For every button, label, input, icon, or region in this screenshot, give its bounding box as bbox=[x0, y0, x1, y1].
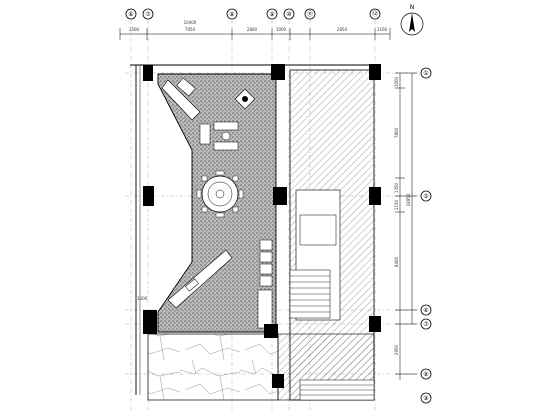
reception-desk-top bbox=[161, 77, 201, 121]
axis-label-right: ⑨ bbox=[423, 395, 428, 402]
axis-label-top: ⑧ bbox=[229, 11, 234, 18]
dimension-label: 1000 bbox=[394, 76, 399, 87]
top-dimension-chain bbox=[119, 28, 391, 40]
square-table bbox=[234, 88, 256, 110]
north-arrow-icon bbox=[400, 12, 424, 36]
lounge-seating bbox=[199, 121, 239, 151]
top-dimension-labels: 1500 7050 10400 2800 1000 2850 1100 bbox=[129, 20, 388, 32]
axis-label-top: ⑦ bbox=[145, 11, 151, 18]
right-dimension-labels: 1000 7800 1350 1150 8400 2950 18950 bbox=[394, 76, 411, 355]
axis-label-right: ⑤ bbox=[423, 193, 428, 200]
dimension-label: 1100 bbox=[377, 27, 388, 32]
top-axis-markers bbox=[125, 8, 381, 20]
round-dining-table bbox=[201, 175, 239, 213]
dining-chairs bbox=[196, 170, 244, 218]
axis-label-top: ⑨ bbox=[269, 11, 274, 18]
dimension-label: 8400 bbox=[394, 256, 399, 267]
north-label: N bbox=[410, 4, 415, 11]
axis-label-right: ① bbox=[423, 70, 428, 77]
dimension-label: 2800 bbox=[247, 27, 258, 32]
axis-label-right: ⑦ bbox=[423, 321, 429, 328]
booth-seats bbox=[257, 239, 273, 329]
dimension-label: 1000 bbox=[276, 27, 287, 32]
small-note: 1000 bbox=[137, 296, 148, 301]
right-axis-label-group: ① ⑤ ⑥ ⑦ ⑧ ⑨ bbox=[423, 70, 429, 402]
axis-label-right: ⑧ bbox=[423, 371, 428, 378]
dimension-label: 2950 bbox=[394, 344, 399, 355]
dimension-label: 2850 bbox=[337, 27, 348, 32]
dimension-label: 7800 bbox=[394, 127, 399, 138]
axis-label-top: ⑩ bbox=[286, 11, 291, 18]
structural-columns bbox=[143, 64, 381, 388]
axis-label-top: ⑫ bbox=[372, 10, 378, 18]
dimension-label: 1350 bbox=[394, 182, 399, 193]
lower-floor-area bbox=[147, 333, 279, 401]
reception-desk-bottom bbox=[167, 249, 233, 309]
dimension-total-label: 18950 bbox=[406, 193, 411, 206]
top-axis-label-group: ⑥ ⑦ ⑧ ⑨ ⑩ ⑪ ⑫ bbox=[128, 10, 378, 18]
axis-label-top: ⑥ bbox=[128, 11, 133, 18]
axis-label-right: ⑥ bbox=[423, 307, 428, 314]
right-dimension-chain bbox=[395, 72, 417, 380]
dimension-label: 1150 bbox=[394, 199, 399, 210]
dimension-label: 7050 bbox=[185, 27, 196, 32]
left-wall bbox=[130, 64, 380, 395]
dimension-label: 10400 bbox=[184, 20, 197, 25]
dimension-label: 1500 bbox=[129, 27, 140, 32]
axis-label-top: ⑪ bbox=[307, 10, 313, 18]
right-axis-markers bbox=[420, 67, 432, 404]
